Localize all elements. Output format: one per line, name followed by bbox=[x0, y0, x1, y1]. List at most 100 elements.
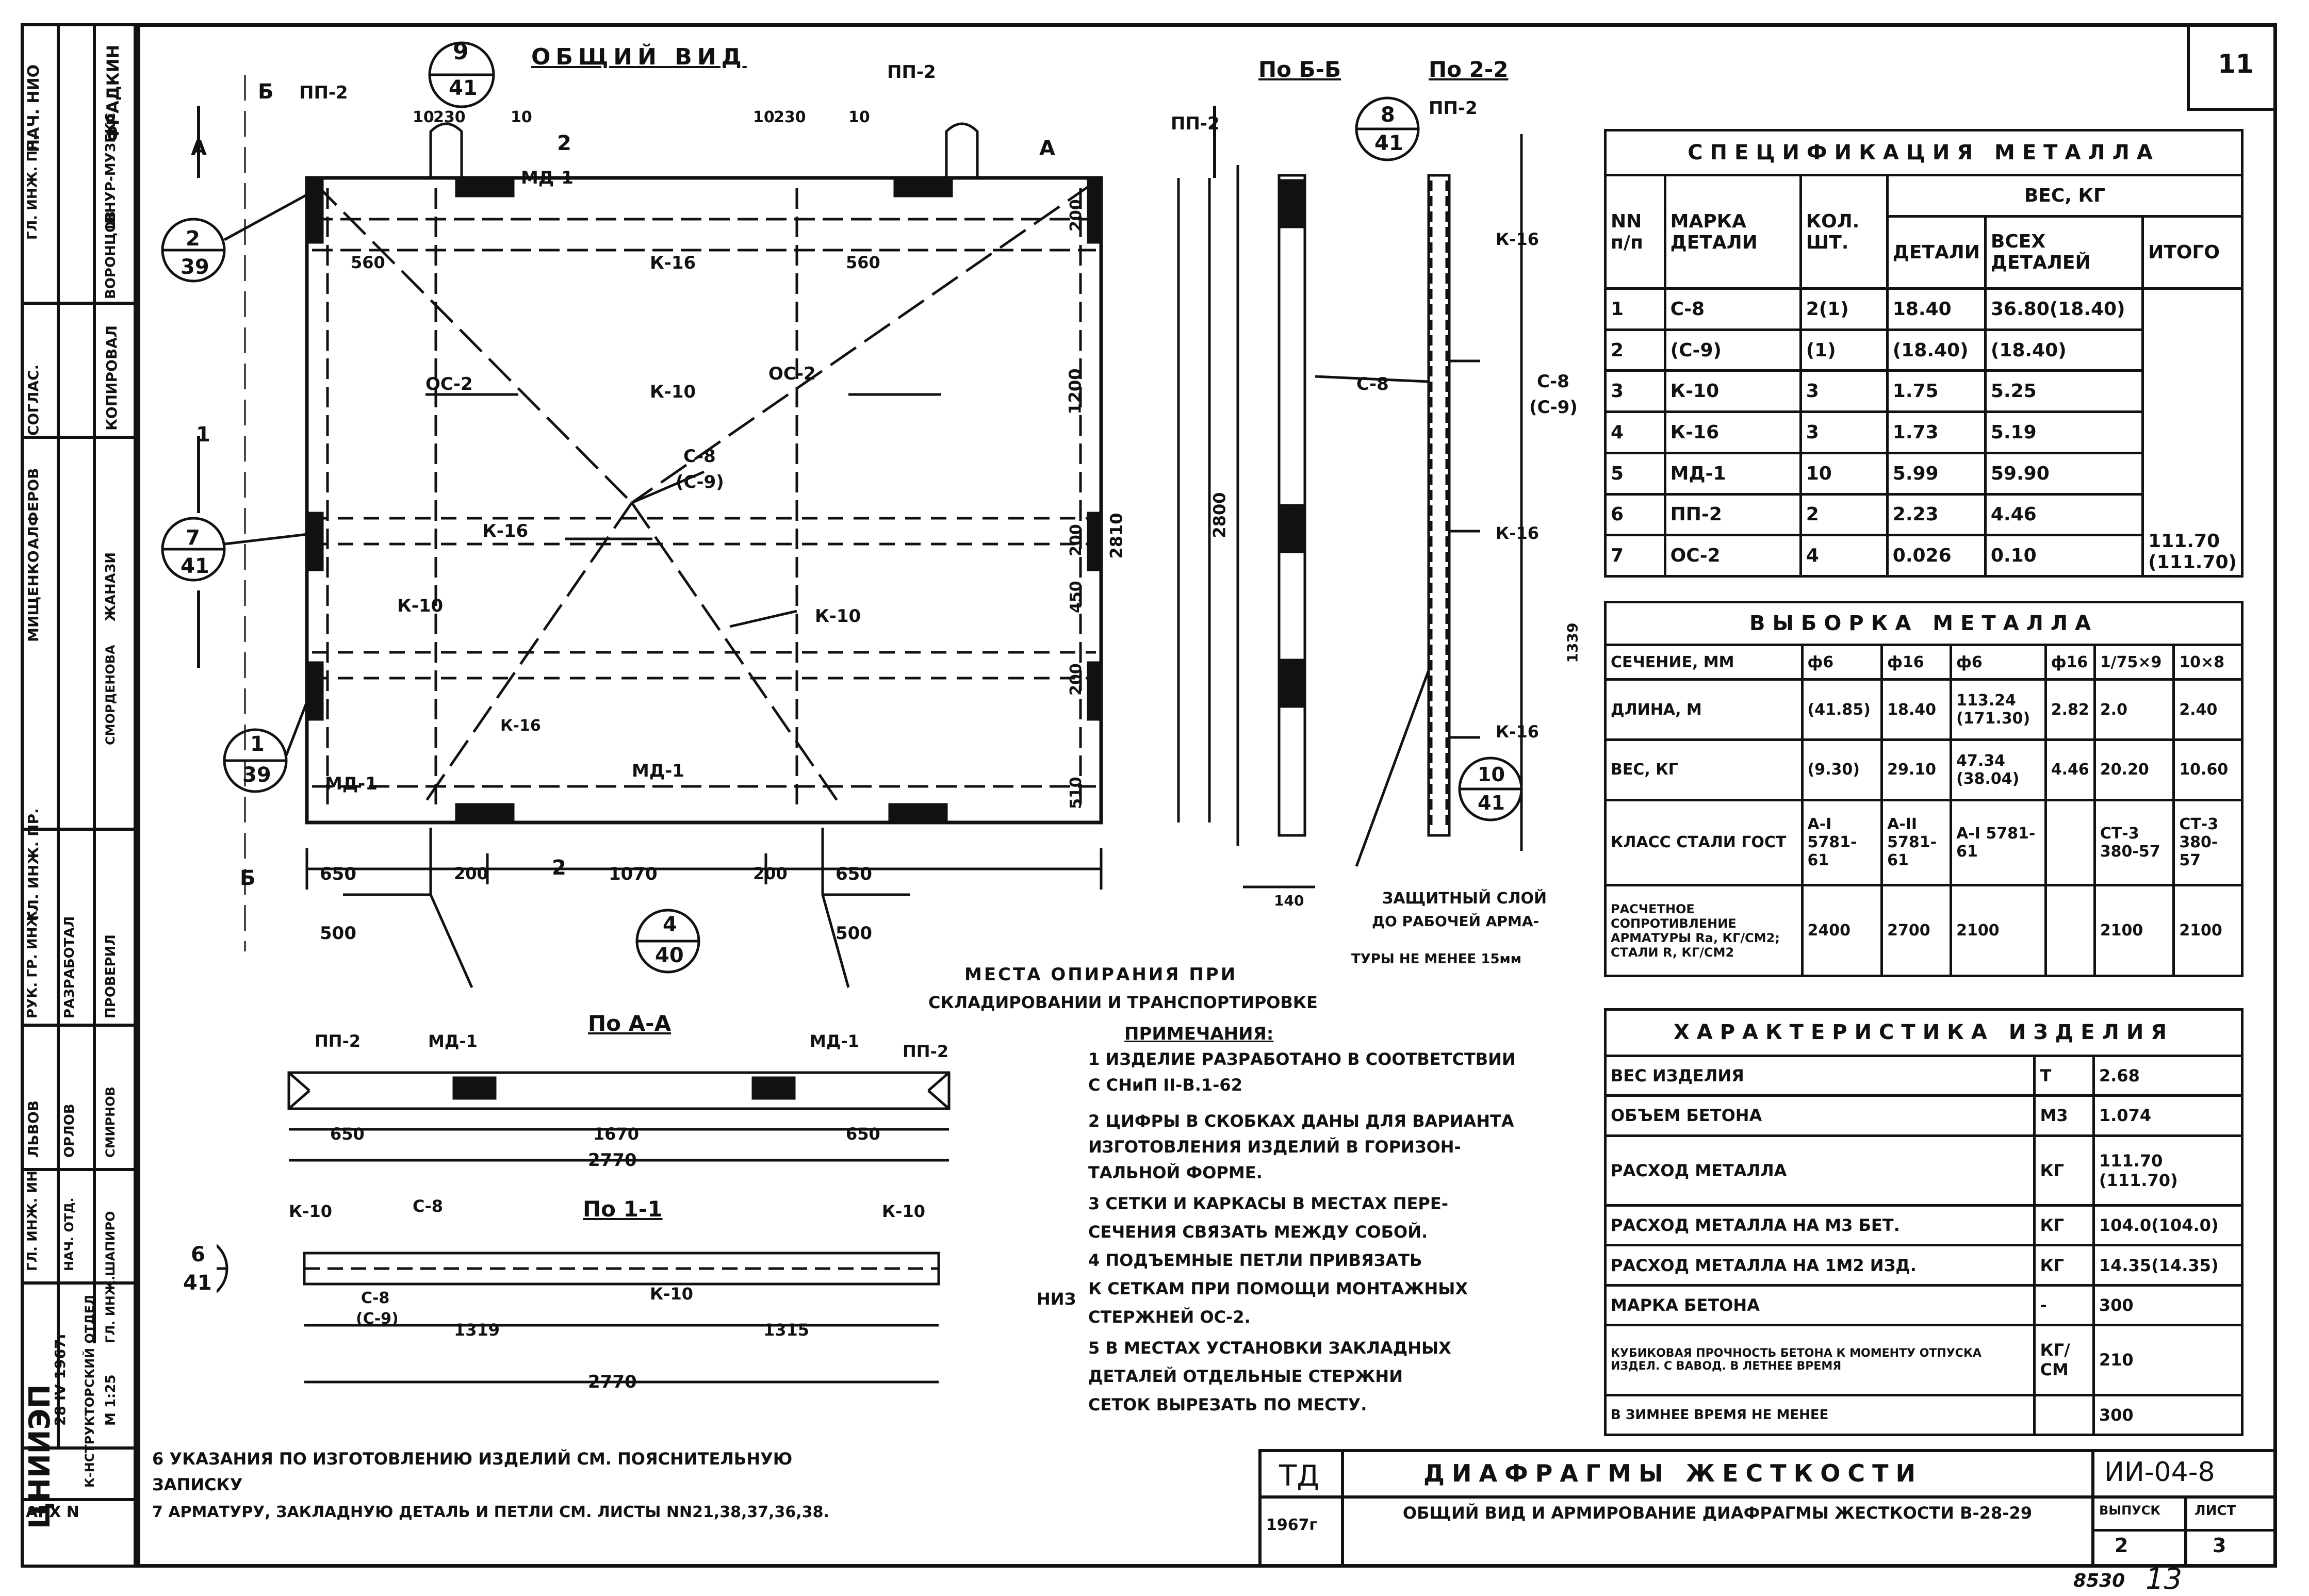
table-cell: 4 bbox=[1799, 534, 1889, 578]
table-cell: 5.25 bbox=[1984, 369, 2144, 414]
table-cell: ф6 bbox=[1950, 643, 2047, 681]
label-k10-a: К-10 bbox=[650, 382, 696, 402]
side-sections-drawing bbox=[1236, 96, 1523, 889]
title-code: ИИ-04-8 bbox=[2104, 1457, 2215, 1488]
table-cell: 1.73 bbox=[1886, 410, 1987, 454]
drawing-frame bbox=[137, 23, 2277, 1568]
note-line-9: К СЕТКАМ ПРИ ПОМОЩИ МОНТАЖНЫХ bbox=[1088, 1279, 1468, 1298]
table-cell: В ЗИМНЕЕ ВРЕМЯ НЕ МЕНЕЕ bbox=[1603, 1393, 2036, 1436]
table-cell: 7 bbox=[1604, 534, 1666, 578]
title-subtitle: ОБЩИЙ ВИД И АРМИРОВАНИЕ ДИАФРАГМЫ ЖЕСТКО… bbox=[1402, 1503, 2033, 1523]
dim-2810: 2810 bbox=[1106, 513, 1126, 559]
spec-h-nn: NN п/п bbox=[1604, 174, 1666, 290]
stamp-role-2: ГЛ. ИНЖ. ПР. bbox=[25, 135, 40, 240]
stamp-role-3: КОПИРОВАЛ bbox=[103, 325, 120, 431]
note-line-11: 5 В МЕСТАХ УСТАНОВКИ ЗАКЛАДНЫХ bbox=[1088, 1338, 1451, 1358]
table-cell: СТ-3 380-57 bbox=[2172, 798, 2244, 887]
table-cell: РАСЧЕТНОЕ СОПРОТИВЛЕНИЕ АРМАТУРЫ Ra, КГ/… bbox=[1604, 884, 1804, 977]
title-year: 1967г bbox=[1266, 1516, 1318, 1534]
table-cell: 0.10 bbox=[1984, 534, 2144, 578]
table-cell: 113.24 (171.30) bbox=[1950, 678, 2047, 741]
title-vypusk: 2 bbox=[2115, 1534, 2128, 1557]
label-pp2-a: ПП-2 bbox=[299, 83, 348, 103]
table-cell: КГ bbox=[2033, 1204, 2095, 1247]
table-cell: М3 bbox=[2033, 1094, 2095, 1137]
table-cell: 18.40 bbox=[1886, 287, 1987, 331]
general-view-circle-bottom: 41 bbox=[449, 76, 478, 100]
label-c9-c: (С-9) bbox=[356, 1310, 399, 1328]
table-cell: ф16 bbox=[2044, 643, 2096, 681]
spec-h-all: ВСЕХ ДЕТАЛЕЙ bbox=[1984, 215, 2144, 290]
label-pp2-f: ПП-2 bbox=[903, 1042, 949, 1061]
stamp-role-7: РАЗРАБОТАЛ bbox=[62, 916, 77, 1018]
table-cell: МАРКА БЕТОНА bbox=[1603, 1284, 2036, 1327]
stamp-role-9: ГЛ. ИНЖ. ИН bbox=[25, 1171, 40, 1271]
callout-10-41-bottom: 41 bbox=[1478, 792, 1505, 814]
label-c8-b: С-8 bbox=[1356, 374, 1389, 394]
dim-500-b: 500 bbox=[836, 923, 872, 944]
table-cell: 300 bbox=[2092, 1284, 2244, 1327]
table-cell: 47.34 (38.04) bbox=[1950, 738, 2047, 801]
label-k10-f: К-10 bbox=[650, 1284, 693, 1304]
spec-total: 111.70 bbox=[2148, 531, 2220, 552]
label-a-2: А bbox=[1039, 137, 1055, 160]
table-cell: СЕЧЕНИЕ, ММ bbox=[1604, 643, 1804, 681]
callout-7-41-bottom: 41 bbox=[181, 554, 209, 578]
table-cell: РАСХОД МЕТАЛЛА НА М3 БЕТ. bbox=[1603, 1204, 2036, 1247]
label-pp2-d: ПП-2 bbox=[1429, 98, 1478, 119]
callout-4-40-top: 4 bbox=[663, 913, 677, 936]
dim-200-c: 200 bbox=[1067, 663, 1085, 696]
label-a-1: А bbox=[191, 137, 207, 160]
callout-7-41-top: 7 bbox=[186, 526, 200, 550]
support-note-2: СКЛАДИРОВАНИИ И ТРАНСПОРТИРОВКЕ bbox=[928, 993, 1318, 1012]
dim-200-a: 200 bbox=[1067, 199, 1085, 232]
note-line-5: ТАЛЬНОЙ ФОРМЕ. bbox=[1088, 1163, 1263, 1182]
callout-10-41-top: 10 bbox=[1478, 763, 1505, 786]
table-cell bbox=[2044, 798, 2096, 887]
stamp-role-4: СОГЛАС. bbox=[25, 364, 42, 436]
stamp-role-10: НАЧ. ОТД. bbox=[62, 1197, 76, 1271]
table-cell: К-10 bbox=[1663, 369, 1802, 414]
table-cell: 4.46 bbox=[2044, 738, 2096, 801]
stamp-name-10: СМИРНОВ bbox=[103, 1087, 118, 1158]
callout-1-39-bottom: 39 bbox=[242, 763, 271, 787]
table-cell: ПП-2 bbox=[1663, 492, 1802, 537]
note-bottom-1: 6 УКАЗАНИЯ ПО ИЗГОТОВЛЕНИЮ ИЗДЕЛИЙ СМ. П… bbox=[152, 1449, 793, 1469]
title-block bbox=[1258, 1449, 2277, 1568]
title-td: ТД bbox=[1279, 1459, 1319, 1493]
stamp-role-6: РУК. ГР. ИНЖ. bbox=[25, 905, 40, 1018]
table-cell: 2400 bbox=[1800, 884, 1884, 977]
label-md1-b: МД-1 bbox=[325, 774, 378, 794]
label-md1-a: МД-1 bbox=[521, 168, 574, 188]
dim-10-d: 10 bbox=[848, 108, 870, 126]
stamp-name-3: ВОРОНЦОВ bbox=[103, 211, 119, 299]
note-line-8: 4 ПОДЪЕМНЫЕ ПЕТЛИ ПРИВЯЗАТЬ bbox=[1088, 1251, 1422, 1270]
table-cell: А-I 5781-61 bbox=[1950, 798, 2047, 887]
callout-6-41-top: 6 bbox=[191, 1243, 205, 1266]
table-cell: 3 bbox=[1799, 410, 1889, 454]
dim-2770-a: 2770 bbox=[588, 1150, 637, 1171]
dim-650-c: 650 bbox=[330, 1124, 365, 1144]
callout-2-39-top: 2 bbox=[186, 227, 200, 251]
table-cell: (С-9) bbox=[1663, 328, 1802, 372]
note-line-7: СЕЧЕНИЯ СВЯЗАТЬ МЕЖДУ СОБОЙ. bbox=[1088, 1222, 1428, 1242]
label-k16-b: К-16 bbox=[482, 521, 529, 541]
title-list: 3 bbox=[2213, 1534, 2226, 1557]
dim-650-a: 650 bbox=[320, 864, 356, 884]
protective-note-1: ЗАЩИТНЫЙ СЛОЙ bbox=[1382, 890, 1547, 908]
table-cell: 5.19 bbox=[1984, 410, 2144, 454]
dim-230-a: 230 bbox=[433, 108, 466, 126]
dim-1315: 1315 bbox=[763, 1320, 810, 1340]
dim-500-a: 500 bbox=[320, 923, 356, 944]
table-cell: А-I 5781-61 bbox=[1800, 798, 1884, 887]
dim-650-b: 650 bbox=[836, 864, 872, 884]
table-cell: 2 bbox=[1799, 492, 1889, 537]
spec-h-weight: ВЕС, КГ bbox=[1886, 174, 2244, 218]
title-name: ДИАФРАГМЫ ЖЕСТКОСТИ bbox=[1423, 1459, 1923, 1487]
section-11-title: По 1-1 bbox=[583, 1196, 663, 1222]
stamp-name-5: МИЩЕНКО bbox=[25, 550, 42, 642]
table-cell: РАСХОД МЕТАЛЛА НА 1М2 ИЗД. bbox=[1603, 1244, 2036, 1287]
label-pp2-c: ПП-2 bbox=[1171, 113, 1220, 134]
dim-200-d: 200 bbox=[454, 864, 488, 883]
stamp-name-8: ЛЬВОВ bbox=[25, 1100, 42, 1158]
